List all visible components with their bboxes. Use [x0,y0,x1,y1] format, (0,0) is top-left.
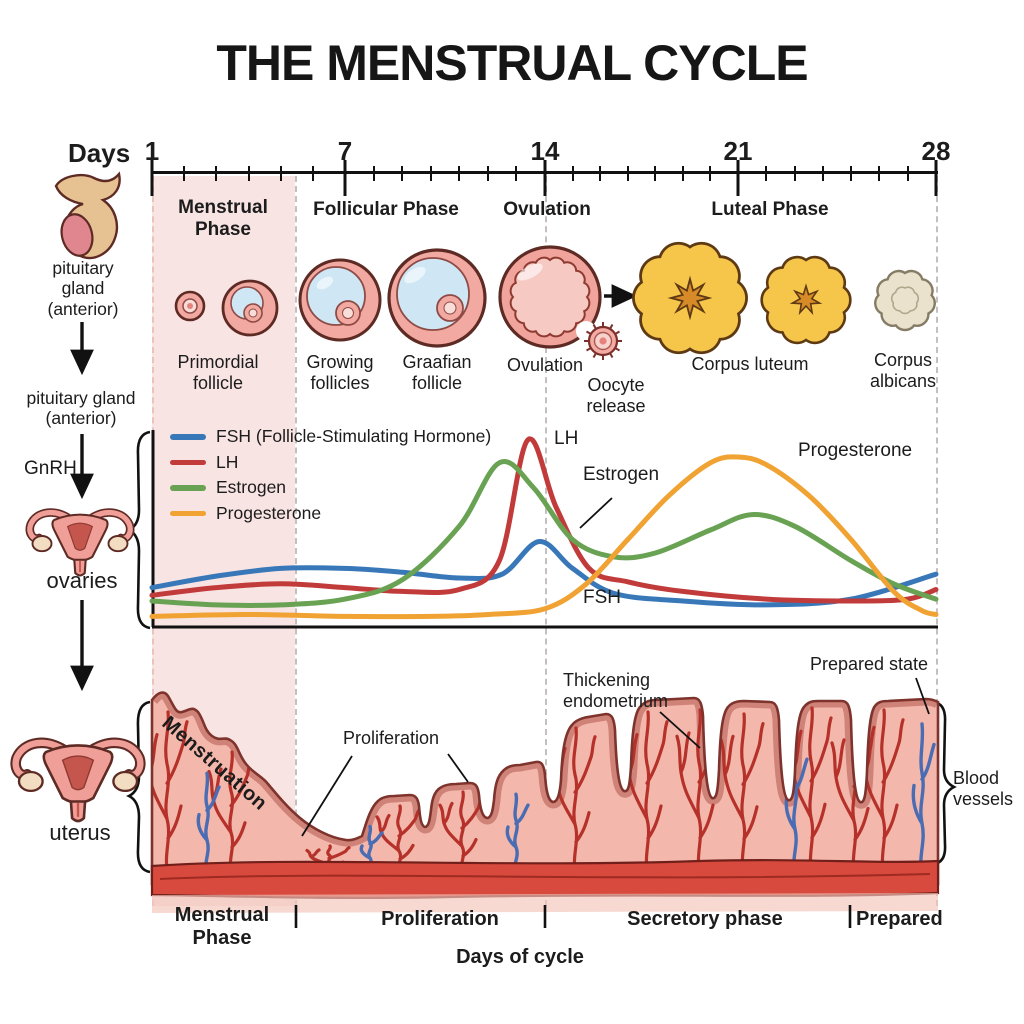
phase-header-follicular: Follicular Phase [313,199,459,220]
proliferation-pointer-lines [301,753,469,837]
uterus-graphic [16,743,141,821]
day6-dashed-line [295,176,297,906]
ovaries-graphic [30,513,130,576]
inline-label-estrogen: Estrogen [583,464,660,485]
legend-label: Estrogen [216,477,287,498]
label-uterus: uterus [49,820,111,845]
major-tick [736,160,740,196]
major-tick [934,160,938,196]
label-growing-follicles: Growing follicles [306,352,374,393]
day-tick-label-1: 1 [144,136,160,166]
inline-label-fsh: FSH [583,587,621,608]
caption-pituitary-2: pituitary gland (anterior) [26,388,136,429]
bottom-axis-title: Days of cycle [456,946,584,968]
days-axis-label: Days [68,138,131,168]
prepared-pointer-line [915,677,930,715]
day-tick-label-7: 7 [337,136,353,166]
legend-swatch [170,485,206,491]
label-primordial-follicle: Primordial follicle [177,352,259,393]
major-tick [543,160,547,196]
legend-label: LH [216,451,239,472]
label-prepared-state: Prepared state [810,654,929,674]
legend-row: Progesterone [170,501,491,527]
phase-header-luteal: Luteal Phase [711,199,829,220]
label-corpus-luteum: Corpus luteum [691,354,809,374]
phase-header-menstrual: Menstrual Phase [178,197,268,240]
bottom-label-proliferation: Proliferation [381,908,499,930]
legend-swatch [170,459,206,465]
major-tick [150,160,154,196]
bottom-label-secretory: Secretory phase [627,908,783,930]
pituitary-graphic [54,171,121,260]
bottom-label-menstrual: Menstrual Phase [174,904,270,949]
label-ovulation: Ovulation [506,355,584,375]
label-thickening-endometrium: Thickening endometrium [563,670,669,711]
label-proliferation-pointer: Proliferation [343,728,440,748]
inline-label-lh: LH [554,428,579,449]
ovaries-chart-brace [126,430,151,630]
uterus-panel-brace [126,700,151,874]
bottom-label-prepared: Prepared [856,908,943,930]
legend-label: Progesterone [216,502,322,523]
major-tick [343,160,347,196]
day14-dashed-line [545,176,547,906]
day1-dashed-line [152,176,154,906]
phase-header-ovulation: Ovulation [503,199,591,220]
legend-row: LH [170,450,491,476]
page-title: THE MENSTRUAL CYCLE [216,35,808,91]
legend-row: Estrogen [170,475,491,501]
label-graafian-follicle: Graafian follicle [402,352,472,393]
days-axis-line [152,171,938,174]
label-gnrh: GnRH [24,458,77,479]
label-blood-vessels: Blood vessels [953,768,1014,809]
caption-pituitary: pituitary gland (anterior) [47,258,119,319]
thickening-pointer-line [659,711,701,749]
estrogen-pointer-line [579,497,613,529]
inline-label-progesterone: Progesterone [798,440,913,461]
hormone-legend: FSH (Follicle-Stimulating Hormone) LH Estr… [170,424,491,526]
label-corpus-albicans: Corpus albicans [869,350,937,391]
day28-dashed-line [936,176,938,906]
legend-row: FSH (Follicle-Stimulating Hormone) [170,424,491,450]
menstrual-phase-band [152,176,295,906]
legend-swatch [170,434,206,440]
label-oocyte-release: Oocyte release [586,375,646,416]
label-ovaries: ovaries [46,568,118,593]
legend-swatch [170,510,206,516]
legend-label: FSH (Follicle-Stimulating Hormone) [216,426,492,447]
